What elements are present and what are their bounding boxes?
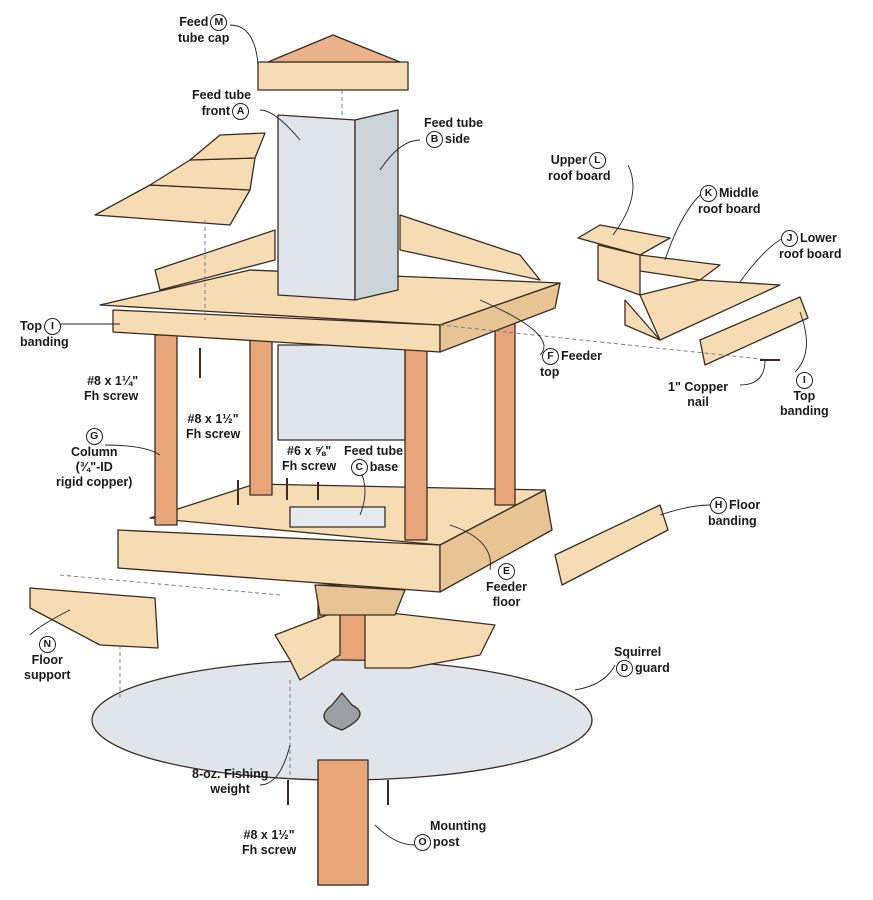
feed-tube-lower	[277, 344, 406, 441]
label-text: 1" Copper	[668, 380, 729, 394]
feed-tube-cap	[257, 34, 409, 91]
label-text: Floor	[31, 653, 63, 667]
label-text: Feeder	[486, 580, 527, 594]
label-text: Mounting	[430, 819, 487, 833]
label-text: Top	[793, 389, 816, 403]
roof-boards-left	[94, 132, 266, 226]
label-text: tube cap	[178, 31, 230, 45]
label-text: rigid copper)	[56, 475, 133, 489]
label-text: roof board	[698, 202, 761, 216]
label-text: roof board	[548, 169, 611, 183]
label-text: #8 x 1¼"	[87, 374, 139, 388]
label-text: Fh screw	[84, 389, 139, 403]
label-text: Upper	[550, 152, 587, 167]
part-letter-badge: I	[43, 318, 61, 335]
label-text: Fh screw	[242, 843, 297, 857]
part-letter-badge: N	[38, 636, 56, 653]
label-text: banding	[780, 404, 829, 418]
part-letter-badge: I	[795, 372, 813, 389]
label-text: Feed tube	[192, 88, 252, 102]
label-text: side	[445, 131, 471, 146]
label-text: #6 x ⅝"	[287, 444, 332, 458]
label-text: Feed	[179, 14, 209, 29]
part-letter-badge: G	[85, 428, 103, 445]
label-text: Fh screw	[186, 427, 241, 441]
part-letter-badge: B	[426, 131, 443, 148]
label-text: Top	[20, 318, 42, 333]
label-text: guard	[635, 660, 670, 675]
label-screw-column: #8 x 1½"Fh screw	[186, 412, 240, 442]
label-text: Lower	[800, 230, 837, 245]
label-text: nail	[687, 395, 709, 409]
label-text: #8 x 1½"	[243, 828, 295, 842]
fishing-weight	[323, 692, 361, 731]
label-text: 8-oz. Fishing	[192, 767, 269, 781]
part-letter-badge: J	[781, 230, 798, 247]
label-text: support	[24, 668, 71, 682]
part-letter-badge: L	[588, 152, 606, 169]
label-text: top	[540, 365, 560, 379]
label-text: front	[201, 103, 231, 118]
label-text: #8 x 1½"	[187, 412, 239, 426]
part-letter-badge: A	[232, 103, 250, 120]
label-text: Column	[70, 445, 118, 459]
label-text: Feed tube	[424, 116, 484, 130]
label-text: Squirrel	[614, 645, 662, 659]
feed-tube-base	[289, 506, 386, 528]
label-screw-base: #6 x ⅝"Fh screw	[282, 444, 336, 474]
part-letter-badge: C	[350, 459, 368, 476]
label-text: base	[369, 459, 399, 474]
label-text: banding	[708, 514, 757, 528]
floor-support-left	[29, 587, 159, 649]
part-letter-badge: E	[498, 563, 515, 580]
part-letter-badge: K	[700, 185, 717, 202]
part-letter-badge: O	[414, 834, 431, 851]
feeder-floor	[117, 483, 553, 593]
label-text: banding	[20, 335, 69, 349]
label-text: Feed tube	[344, 444, 404, 458]
part-letter-badge: D	[616, 660, 633, 677]
label-screw-top: #8 x 1¼"Fh screw	[84, 374, 138, 404]
label-text: weight	[210, 782, 250, 796]
post-lower	[317, 759, 369, 886]
part-letter-badge: H	[710, 497, 727, 514]
label-text: Middle	[719, 185, 759, 200]
label-text: Fh screw	[282, 459, 337, 473]
label-text: Feeder	[561, 348, 602, 363]
floor-support-center	[274, 584, 496, 681]
label-text: post	[433, 834, 460, 849]
part-letter-badge: F	[542, 348, 559, 365]
screws	[199, 348, 780, 805]
label-text: Floor	[729, 497, 761, 512]
feeder-top	[99, 214, 561, 353]
label-text: roof board	[779, 247, 842, 261]
part-letter-badge: M	[210, 14, 228, 31]
roof-boards-right	[577, 224, 781, 341]
label-text: (¾"-ID	[75, 460, 113, 474]
feed-tube	[277, 109, 399, 301]
top-banding-right	[699, 296, 809, 366]
label-text: floor	[492, 595, 521, 609]
label-screw-bottom: #8 x 1½"Fh screw	[242, 828, 296, 858]
floor-banding	[554, 504, 669, 586]
